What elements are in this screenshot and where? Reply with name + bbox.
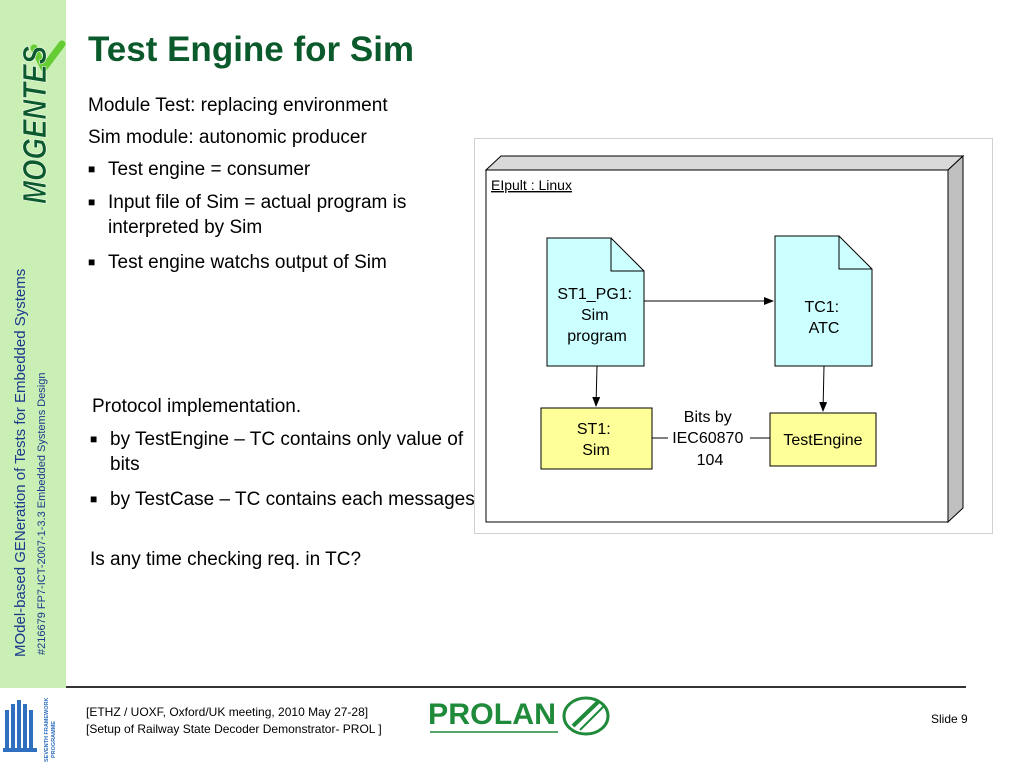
- footer-topic: [Setup of Railway State Decoder Demonstr…: [86, 722, 382, 736]
- svg-text:SEVENTH FRAMEWORK PROGRA: SEVENTH FRAMEWORK PROGRAMME: [44, 696, 57, 762]
- node-label: EIpult : Linux: [491, 177, 572, 193]
- logo-text: MOGENTES: [16, 46, 53, 204]
- text-line: Module Test: replacing environment: [88, 95, 388, 116]
- arrow-doc2-to-testengine: [819, 365, 828, 412]
- text-line: Protocol implementation.: [92, 396, 302, 417]
- doc-fold: [610, 238, 644, 272]
- arrow-doc1-to-st1: [592, 365, 601, 407]
- comp2-label: TestEngine: [783, 432, 862, 449]
- prolan-logo-text: PROLAN: [428, 698, 556, 731]
- footer-divider: [66, 686, 966, 688]
- bullet-item: ■ Test engine watchs output of Sim: [88, 252, 387, 273]
- footer-text: [ETHZ / UOXF, Oxford/UK meeting, 2010 Ma…: [86, 704, 382, 738]
- deployment-diagram: EIpult : Linux ST1_PG1: Sim program TC1:…: [484, 154, 965, 524]
- doc2-label: TC1: ATC: [804, 299, 843, 337]
- bullet-item: ■ Input file of Sim = actual program is …: [88, 192, 407, 238]
- comp1-label: ST1: Sim: [577, 421, 615, 459]
- page-title: Test Engine for Sim: [88, 30, 415, 69]
- doc1-label: ST1_PG1: Sim program: [557, 286, 636, 345]
- text-line: Is any time checking req. in TC?: [90, 549, 362, 570]
- component-st1-sim: [540, 407, 653, 470]
- prolan-logo: PROLAN: [428, 692, 614, 738]
- bullet-square-icon: ■: [88, 195, 96, 209]
- footer-meeting: [ETHZ / UOXF, Oxford/UK meeting, 2010 Ma…: [86, 705, 369, 719]
- document-sim-program: [546, 237, 645, 367]
- node-top-face: [484, 155, 965, 171]
- bullet-square-icon: ■: [90, 432, 98, 446]
- mogentes-logo: MOGENTES: [0, 40, 66, 210]
- component-testengine: [769, 412, 877, 467]
- bullet-item: ■ by TestCase – TC contains each message…: [90, 489, 475, 510]
- text-line: Sim module: autonomic producer: [88, 127, 367, 148]
- sidebar-band: [0, 0, 66, 688]
- bullet-item: ■ by TestEngine – TC contains only value…: [90, 429, 464, 475]
- bullet-item: ■ Test engine = consumer: [88, 159, 311, 180]
- bullet-square-icon: ■: [88, 162, 96, 176]
- slide-number: Slide 9: [931, 712, 968, 726]
- fp7-logo: SEVENTH FRAMEWORK PROGRAMME: [0, 688, 66, 768]
- project-id: #216679 FP7-ICT-2007-1-3.3 Embedded Syst…: [36, 372, 48, 656]
- link-label: Bits by IEC60870 104: [672, 409, 748, 469]
- doc-fold: [838, 236, 872, 270]
- bullet-square-icon: ■: [88, 255, 96, 269]
- project-title: MOdel-based GENeration of Tests for Embe…: [12, 268, 29, 657]
- bullet-square-icon: ■: [90, 492, 98, 506]
- node-side-face: [947, 154, 964, 524]
